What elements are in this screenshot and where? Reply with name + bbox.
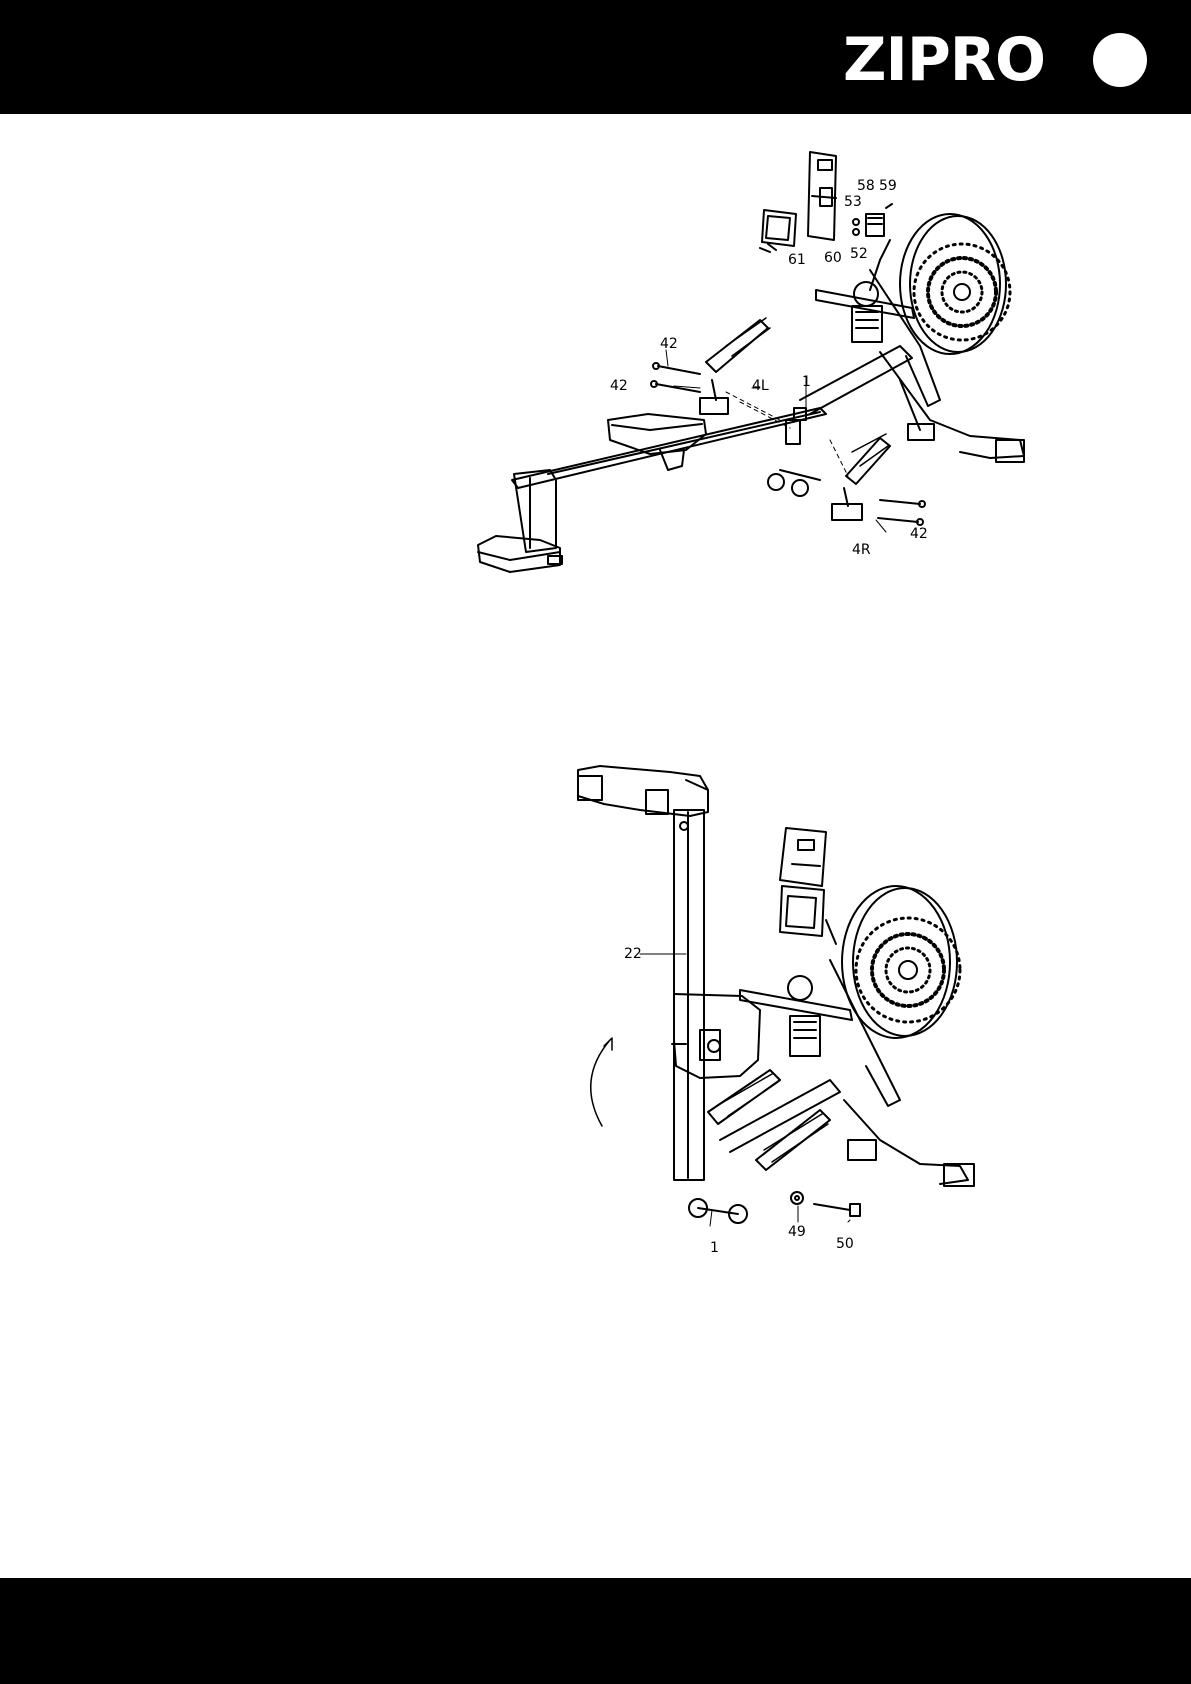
diagram-1-rowing-machine xyxy=(478,152,1024,572)
part-label-1-lower: 1 xyxy=(710,1240,719,1256)
part-label-53: 53 xyxy=(844,194,862,210)
part-label-52: 52 xyxy=(850,246,868,262)
part-label-42-right: 42 xyxy=(910,526,928,542)
part-label-22: 22 xyxy=(624,946,642,962)
page-footer xyxy=(0,1578,1191,1684)
part-label-58: 58 xyxy=(857,178,875,194)
part-label-42-left: 42 xyxy=(610,378,628,394)
part-label-42-top: 42 xyxy=(660,336,678,352)
part-label-60: 60 xyxy=(824,250,842,266)
diagram-2-rowing-machine-upright xyxy=(578,766,974,1226)
part-label-4L: 4L xyxy=(752,378,769,394)
part-label-61: 61 xyxy=(788,252,806,268)
part-label-1: 1 xyxy=(802,374,811,390)
part-label-49: 49 xyxy=(788,1224,806,1240)
part-label-50: 50 xyxy=(836,1236,854,1252)
part-label-59: 59 xyxy=(879,178,897,194)
part-label-4R: 4R xyxy=(852,542,871,558)
